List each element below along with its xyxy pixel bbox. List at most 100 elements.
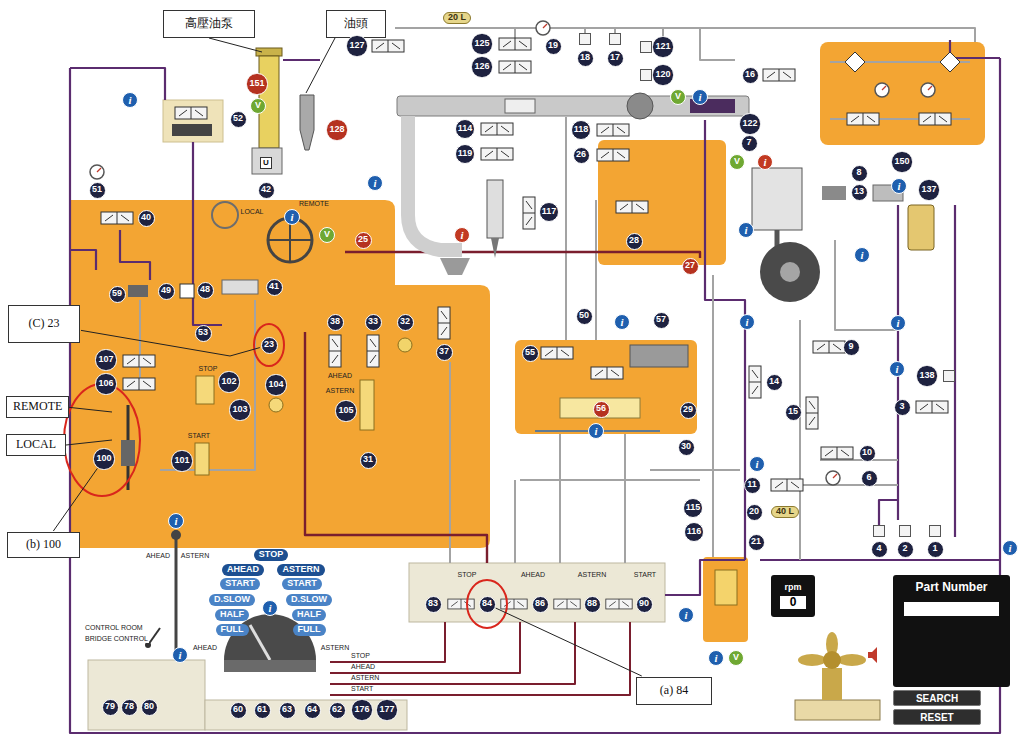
- engine-equipment: [630, 345, 688, 367]
- node-text: i: [698, 91, 701, 103]
- callout-number: 26: [573, 147, 590, 164]
- engine-equipment: [875, 83, 889, 97]
- engine-equipment: [196, 376, 214, 404]
- leader-line: [306, 38, 335, 93]
- node-text: i: [755, 458, 758, 470]
- engine-equipment: [505, 99, 535, 113]
- node-text: STOP: [259, 550, 283, 560]
- engine-equipment: [440, 258, 470, 275]
- annotation-label: ASTERN: [325, 387, 355, 395]
- node-text: i: [373, 177, 376, 189]
- callout-number: 52: [230, 111, 247, 128]
- engine-equipment: [408, 116, 462, 250]
- engine-equipment: [823, 651, 841, 669]
- leader-connector: [496, 608, 642, 676]
- engine-equipment: [780, 262, 800, 282]
- equipment-panel: [205, 700, 407, 730]
- node-text: i: [174, 515, 177, 527]
- callout-number: 8: [851, 165, 868, 182]
- node-text: 23: [264, 340, 274, 350]
- engine-equipment: [372, 40, 404, 52]
- node-text: 7: [746, 138, 751, 148]
- panel-button: SEARCH: [893, 690, 981, 706]
- control-air-pipe: [70, 68, 165, 100]
- engine-equipment: [554, 599, 580, 609]
- node-text: 78: [124, 702, 134, 712]
- tank-label: 40 L: [771, 506, 799, 519]
- callout-number: 122: [739, 113, 760, 134]
- callout-number: 138: [916, 365, 937, 386]
- callout-number: 86: [532, 596, 549, 613]
- input-field: [904, 602, 999, 616]
- node-text: Part Number: [915, 581, 987, 594]
- engine-equipment: [491, 238, 499, 258]
- control-air-pipe: [705, 120, 745, 560]
- node-text: ASTERN: [282, 565, 319, 575]
- callout-number: 17: [607, 50, 624, 67]
- node-text: i: [290, 211, 293, 223]
- callout-number: 53: [195, 325, 212, 342]
- node-text: 102: [221, 377, 236, 387]
- telegraph-order: START: [220, 578, 259, 591]
- rpm-display: rpm0: [771, 575, 815, 617]
- node-text: 20 L: [448, 13, 466, 23]
- status-icon: V: [729, 154, 745, 170]
- info-icon: i: [1002, 540, 1018, 556]
- engine-equipment: [448, 599, 474, 609]
- annotation-label: ASTERN: [180, 552, 210, 560]
- node-text: i: [620, 316, 623, 328]
- telegraph-order: FULL: [216, 624, 249, 637]
- node-text: 57: [656, 315, 666, 325]
- highlight-ellipse: [467, 580, 507, 628]
- callout-number: 114: [455, 119, 476, 140]
- engine-equipment: [300, 95, 314, 150]
- status-icon: V: [728, 650, 744, 666]
- callout-number: 106: [95, 373, 116, 394]
- callout-number: 50: [576, 308, 593, 325]
- callout-number: 105: [335, 400, 356, 421]
- callout-number: 55: [522, 345, 539, 362]
- callout-number: 18: [577, 50, 594, 67]
- annotation-label: AHEAD: [520, 571, 546, 579]
- leader-line: [66, 440, 112, 445]
- node-text: 41: [269, 282, 279, 292]
- node-text: 20: [749, 507, 759, 517]
- callout-number: 176: [351, 699, 372, 720]
- info-icon: i: [854, 247, 870, 263]
- engine-equipment: [360, 380, 374, 430]
- engine-equipment: [821, 447, 853, 459]
- annotation-label: CONTROL ROOM: [84, 624, 144, 632]
- stop-signal-pipe: [305, 332, 487, 563]
- engine-equipment: [760, 242, 820, 302]
- callout-number: 177: [376, 699, 397, 720]
- info-icon: i: [692, 89, 708, 105]
- engine-equipment: [795, 700, 880, 720]
- engine-equipment: [499, 38, 531, 50]
- signal-pipe: [790, 484, 898, 486]
- engine-equipment: [806, 397, 818, 429]
- telegraph-wire: [330, 622, 445, 662]
- engine-equipment: [90, 21, 960, 720]
- engine-equipment: [90, 165, 104, 179]
- callout-number: 90: [636, 596, 653, 613]
- info-icon: i: [889, 361, 905, 377]
- engine-equipment: [499, 61, 531, 73]
- callout-number: 151: [246, 73, 267, 94]
- info-icon: i: [678, 607, 694, 623]
- engine-equipment: [597, 149, 629, 161]
- node-text: i: [714, 652, 717, 664]
- node-text: REMOTE: [13, 400, 62, 413]
- engine-equipment: [641, 42, 652, 53]
- node-text: i: [745, 316, 748, 328]
- node-text: D.SLOW: [214, 595, 250, 605]
- node-text: 29: [683, 405, 693, 415]
- info-icon: i: [708, 650, 724, 666]
- engine-equipment: [541, 347, 573, 359]
- info-icon: i: [172, 647, 188, 663]
- node-text: 137: [921, 185, 936, 195]
- callout-number: 23: [261, 337, 278, 354]
- node-text: 106: [98, 379, 113, 389]
- node-text: 117: [542, 207, 557, 217]
